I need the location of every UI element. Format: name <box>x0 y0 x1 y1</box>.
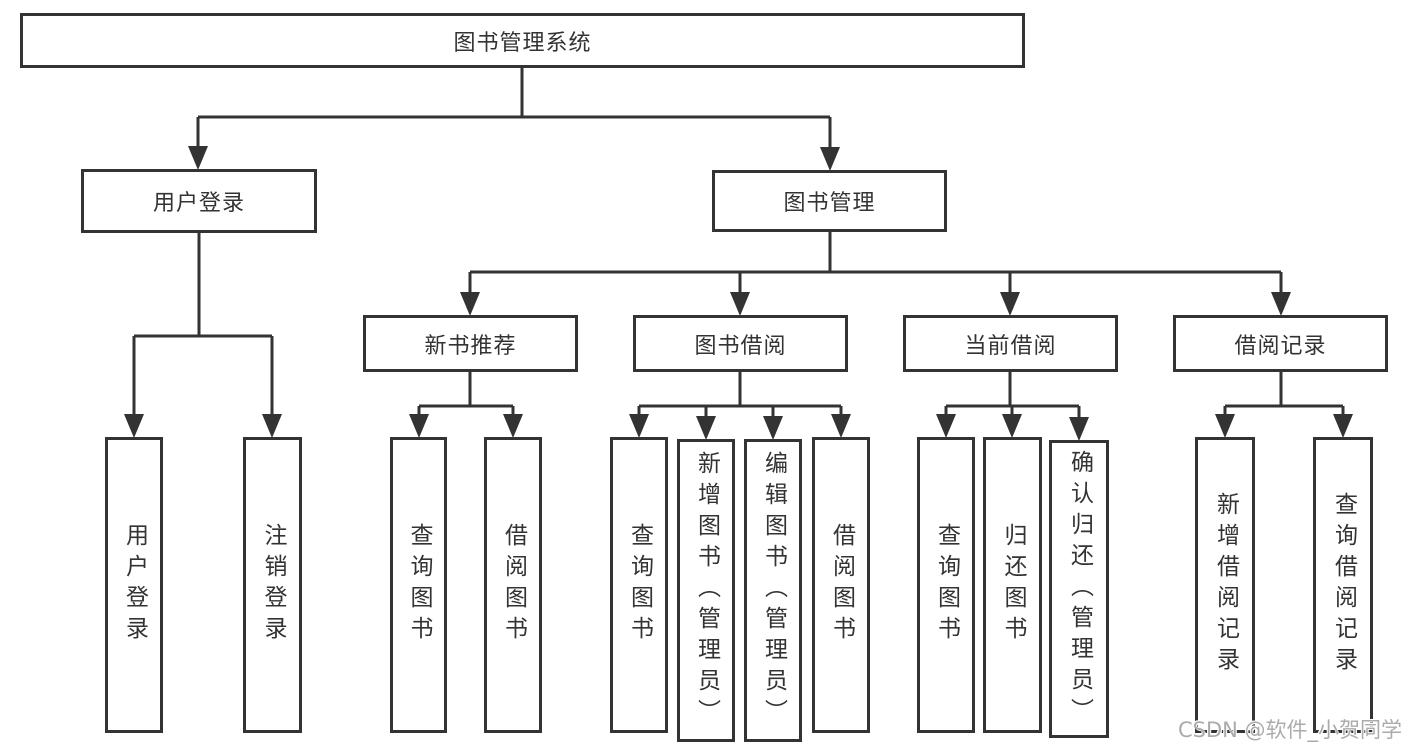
connector-borrow-records-to-leaves <box>1215 372 1353 438</box>
node-user-login: 用户登录 <box>81 169 317 233</box>
connector-root-to-level2 <box>188 68 840 171</box>
node-label: 归还图书 <box>1000 523 1026 647</box>
node-label: 借阅图书 <box>500 523 527 647</box>
node-label: 新增借阅记录 <box>1212 492 1239 678</box>
connector-book-borrow-to-leaves <box>629 372 851 440</box>
connector-current-borrow-to-leaves <box>936 372 1089 441</box>
node-book-management: 图书管理 <box>712 170 947 232</box>
leaf-add-book-admin: 新增图书（管理员） <box>677 439 735 742</box>
node-label: 编辑图书（管理员） <box>760 451 787 730</box>
node-label: 当前借阅 <box>964 333 1057 359</box>
node-label: 确认归还（管理员） <box>1066 449 1093 729</box>
node-label: 查询图书 <box>933 523 960 647</box>
node-label: 查询图书 <box>406 523 432 647</box>
leaf-query-books-current: 查询图书 <box>917 437 975 733</box>
leaf-query-borrow-record: 查询借阅记录 <box>1313 437 1373 733</box>
connector-user-login-to-leaves <box>124 233 282 438</box>
node-label: 新书推荐 <box>424 333 517 359</box>
leaf-edit-book-admin: 编辑图书（管理员） <box>744 439 802 742</box>
node-new-book-recommend: 新书推荐 <box>363 315 578 372</box>
leaf-logout: 注销登录 <box>243 437 302 733</box>
leaf-confirm-return-admin: 确认归还（管理员） <box>1049 440 1109 738</box>
node-label: 查询借阅记录 <box>1330 492 1357 678</box>
node-label: 用户登录 <box>152 191 245 216</box>
node-current-borrowing: 当前借阅 <box>903 315 1118 372</box>
connector-new-book-rec-to-leaves <box>409 372 523 438</box>
leaf-borrow-books-recommend: 借阅图书 <box>484 437 542 733</box>
node-borrowing-records: 借阅记录 <box>1173 315 1388 372</box>
node-label: 用户登录 <box>121 523 148 647</box>
node-label: 借阅图书 <box>828 523 855 647</box>
leaf-user-login: 用户登录 <box>105 437 163 733</box>
csdn-watermark: CSDN @软件_小贺同学 <box>1178 718 1403 742</box>
node-label: 查询图书 <box>626 523 653 647</box>
node-book-borrowing: 图书借阅 <box>633 315 848 372</box>
node-label: 图书借阅 <box>694 333 787 359</box>
node-label: 图书管理 <box>783 191 876 216</box>
node-label: 新增图书（管理员） <box>693 451 720 730</box>
leaf-add-borrow-record: 新增借阅记录 <box>1195 437 1255 733</box>
node-library-system-root: 图书管理系统 <box>20 13 1025 68</box>
leaf-query-books-borrow: 查询图书 <box>610 437 668 733</box>
leaf-return-book: 归还图书 <box>983 437 1042 733</box>
node-label: 图书管理系统 <box>453 30 592 56</box>
leaf-borrow-books-borrow: 借阅图书 <box>812 437 870 733</box>
leaf-query-books-recommend: 查询图书 <box>390 437 447 733</box>
node-label: 借阅记录 <box>1234 333 1327 359</box>
node-label: 注销登录 <box>260 523 286 647</box>
connector-book-mgmt-to-level3 <box>460 232 1291 316</box>
